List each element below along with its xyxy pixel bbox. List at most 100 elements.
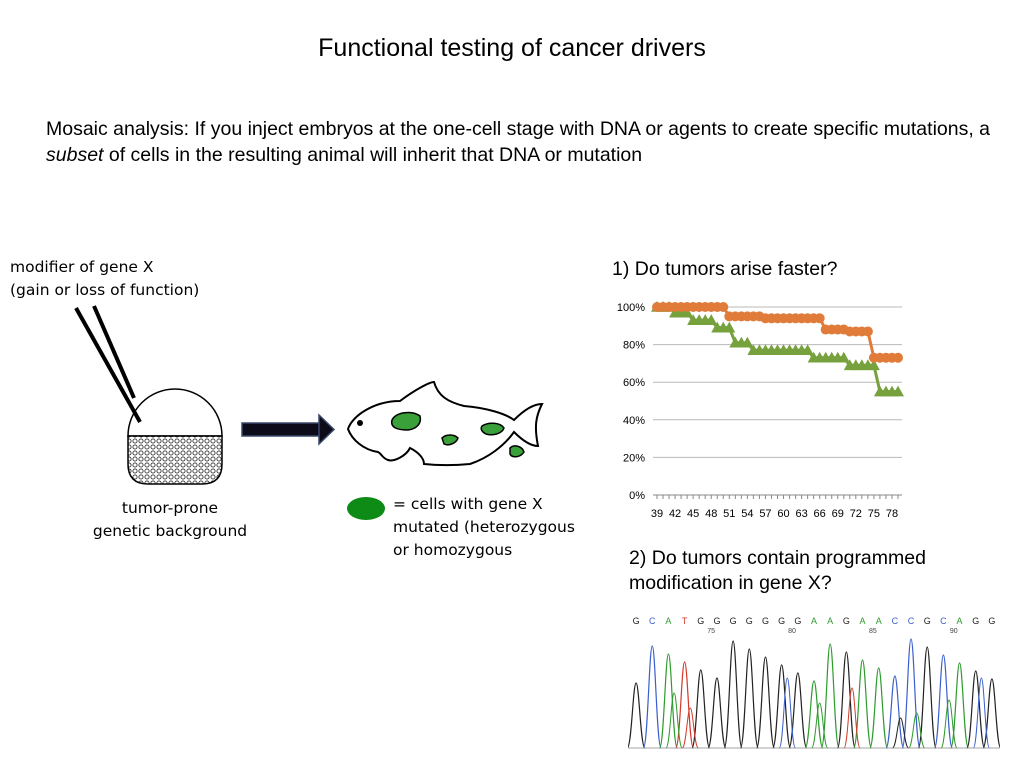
legend-line-3: or homozygous: [393, 541, 513, 559]
x-tick-label: 57: [759, 508, 771, 520]
base-call-label: A: [860, 616, 866, 626]
fish-eye: [357, 420, 363, 426]
trace-peak: [885, 675, 905, 749]
injection-needle-2: [92, 305, 136, 399]
modifier-label: modifier of gene X (gain or loss of func…: [10, 256, 199, 302]
trace-peak: [642, 645, 662, 749]
base-call-label: A: [665, 616, 671, 626]
question-1: 1) Do tumors arise faster?: [612, 258, 838, 280]
trace-peak: [836, 651, 856, 749]
x-tick-label: 51: [723, 508, 735, 520]
trace-peak: [739, 648, 759, 749]
mutant-cell-patch: [441, 434, 459, 446]
data-point: [837, 351, 850, 363]
base-call-label: A: [811, 616, 817, 626]
mutant-cell-patch: [390, 411, 422, 431]
base-call-label: A: [876, 616, 882, 626]
question-2-line-1: 2) Do tumors contain programmed: [629, 547, 926, 569]
trace-peak: [804, 680, 824, 749]
trace-peak: [707, 677, 727, 749]
x-tick-label: 63: [795, 508, 807, 520]
base-call-label: G: [924, 616, 931, 626]
trace-peak: [901, 638, 921, 749]
base-call-label: G: [633, 616, 640, 626]
data-point: [801, 344, 814, 356]
trace-peak: [917, 646, 937, 749]
x-tick-label: 54: [741, 508, 753, 520]
trace-peak: [853, 659, 873, 749]
embryo-injection-diagram: [74, 305, 336, 485]
intro-paragraph: Mosaic analysis: If you inject embryos a…: [46, 116, 996, 168]
base-call-label: A: [957, 616, 963, 626]
data-point: [814, 313, 825, 324]
question-2: 2) Do tumors contain programmed modifica…: [629, 546, 926, 596]
base-call-label: T: [682, 616, 688, 626]
trace-peak: [820, 643, 840, 749]
base-call-label: G: [794, 616, 801, 626]
x-tick-label: 69: [832, 508, 844, 520]
trace-peak: [723, 640, 743, 749]
trace-peak-secondary: [681, 707, 699, 749]
x-tick-label: 75: [868, 508, 880, 520]
embryo-yolk: [127, 435, 223, 485]
trace-peak-secondary: [908, 712, 926, 749]
y-tick-label: 100%: [617, 302, 645, 314]
data-point: [867, 359, 880, 371]
position-label: 90: [950, 628, 958, 635]
base-call-label: G: [972, 616, 979, 626]
y-tick-label: 0%: [629, 490, 645, 502]
intro-emphasis: subset: [46, 144, 104, 166]
position-label: 75: [707, 628, 715, 635]
mutant-cell-legend: = cells with gene X mutated (heterozygou…: [393, 493, 575, 562]
base-call-label: C: [649, 616, 656, 626]
trace-peak: [950, 662, 970, 749]
legend-line-2: mutated (heterozygous: [393, 518, 575, 536]
trace-peak: [933, 654, 953, 749]
base-call-label: G: [697, 616, 704, 626]
trace-peak-secondary: [972, 677, 990, 749]
embryo-cell: [127, 388, 223, 437]
trace-peak-secondary: [811, 702, 829, 749]
trace-peak: [966, 670, 986, 749]
data-point: [723, 321, 736, 333]
slide-title: Functional testing of cancer drivers: [318, 34, 706, 62]
intro-text-2: of cells in the resulting animal will in…: [103, 144, 643, 166]
trace-peak: [788, 672, 808, 749]
x-tick-label: 66: [814, 508, 826, 520]
question-2-line-2: modification in gene X?: [629, 572, 832, 594]
modifier-line-1: modifier of gene X: [10, 258, 154, 276]
x-tick-label: 42: [669, 508, 681, 520]
data-point: [705, 314, 718, 325]
trace-peak-secondary: [843, 687, 861, 749]
background-line-1: tumor-prone: [121, 499, 219, 517]
mutant-cell-patch: [480, 422, 505, 436]
data-point: [681, 306, 694, 318]
base-call-label: A: [827, 616, 833, 626]
x-tick-label: 48: [705, 508, 717, 520]
background-line-2: genetic background: [92, 522, 248, 540]
data-point: [892, 385, 904, 397]
base-call-label: G: [730, 616, 737, 626]
data-point: [741, 336, 754, 348]
base-call-label: G: [762, 616, 769, 626]
trace-peak-secondary: [778, 677, 796, 749]
injection-needle-1: [74, 307, 142, 423]
x-tick-label: 39: [651, 508, 663, 520]
x-tick-label: 60: [777, 508, 789, 520]
trace-peak: [982, 678, 1000, 749]
x-tick-label: 78: [886, 508, 898, 520]
trace-peak: [755, 656, 775, 749]
position-label: 85: [869, 628, 877, 635]
trace-peak: [675, 661, 695, 749]
data-point: [862, 326, 873, 337]
intro-text-1: Mosaic analysis: If you inject embryos a…: [46, 118, 991, 140]
trace-peak: [772, 664, 792, 749]
base-call-label: C: [940, 616, 947, 626]
legend-line-1: = cells with gene X: [393, 495, 543, 513]
trace-peak: [691, 669, 711, 749]
trace-peak: [628, 682, 646, 749]
background-label: tumor-prone genetic background: [80, 497, 260, 543]
mutant-cell-legend-swatch: [347, 497, 385, 520]
base-call-label: C: [908, 616, 915, 626]
